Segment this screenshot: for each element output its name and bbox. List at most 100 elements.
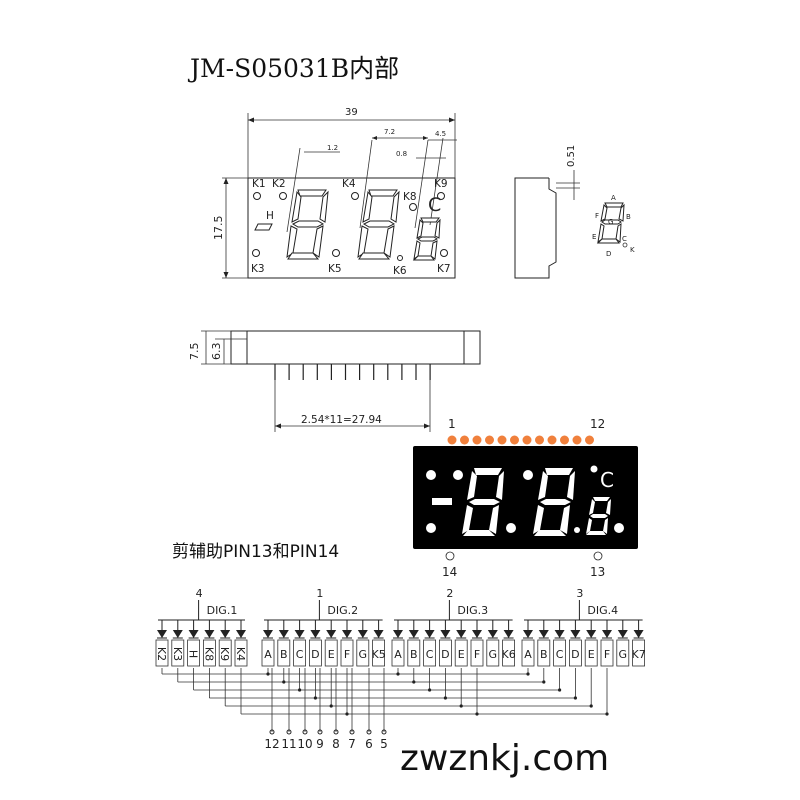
led-diode: [554, 630, 565, 638]
segment-label: C: [426, 648, 434, 661]
digit-common-number: 3: [576, 587, 583, 600]
watermark: zwznkj.com: [400, 738, 609, 779]
segment-label: G: [619, 648, 628, 661]
header-pin-dot: [485, 435, 494, 445]
label-k4: K4: [342, 178, 356, 190]
legend-d: D: [606, 250, 611, 258]
display-celsius: C: [600, 468, 614, 492]
led-diode: [157, 630, 167, 638]
label-k6: K6: [393, 265, 407, 277]
led-diode: [602, 630, 612, 638]
led-diode: [424, 630, 435, 638]
label-k5: K5: [328, 263, 342, 275]
label-k2: K2: [272, 178, 286, 190]
led-diode: [357, 630, 368, 638]
led-diode: [326, 630, 337, 638]
digit-common-number: 2: [446, 587, 453, 600]
display-digit-2: [533, 468, 575, 536]
digit-group-label: DIG.4: [587, 604, 618, 617]
header-pin-dot: [472, 435, 482, 445]
led-diode: [188, 630, 199, 638]
segment-label: F: [474, 648, 480, 661]
bottom-pin-number: 7: [348, 737, 356, 751]
header-pin-dot: [497, 435, 507, 445]
segment-label: D: [571, 648, 579, 661]
segment-label: K9: [218, 647, 231, 661]
led-diode: [236, 630, 246, 638]
lit-display: 1 12: [413, 417, 638, 579]
led-diode: [294, 630, 305, 638]
label-k1: K1: [252, 178, 266, 190]
front-digit-1: [286, 189, 329, 260]
led-diode: [373, 630, 384, 638]
legend-b: B: [626, 213, 631, 221]
digit-common-number: 1: [316, 587, 323, 600]
label-h: H: [266, 210, 274, 222]
header-pin-dot: [522, 435, 532, 445]
segment-label: F: [604, 648, 610, 661]
display-digit-3-small: [586, 497, 611, 535]
segment-label: E: [328, 648, 335, 661]
bottom-pin-number: 11: [281, 737, 296, 751]
led-diode: [204, 630, 215, 638]
digit-group-label: DIG.2: [327, 604, 358, 617]
segment-label: B: [410, 648, 418, 661]
led-diode: [278, 630, 289, 638]
bottom-pin-number: 12: [264, 737, 279, 751]
dim-pin-height: 6.3: [210, 343, 223, 361]
pin-header-dots: [447, 435, 594, 445]
label-k3: K3: [251, 263, 265, 275]
side-view: 0.51: [514, 145, 580, 279]
led-diode: [408, 630, 419, 638]
dim-width: 39: [345, 107, 358, 118]
bottom-pin-number: 5: [380, 737, 388, 751]
front-minus-segment: [254, 223, 273, 231]
segment-label: K6: [501, 648, 515, 661]
bottom-pin-number: 8: [332, 737, 340, 751]
header-pin-dot: [560, 435, 569, 445]
segment-label: A: [524, 648, 532, 661]
dim-side-depth: 0.51: [566, 145, 577, 167]
digit-group-label: DIG.3: [457, 604, 488, 617]
front-digit-3-small: [412, 217, 441, 261]
digit-common-number: 4: [196, 587, 203, 600]
segment-label: H: [187, 650, 200, 658]
segment-label: E: [588, 648, 595, 661]
display-minus: [432, 498, 452, 505]
dim-body-height: 7.5: [188, 343, 201, 361]
segment-label: A: [264, 648, 272, 661]
led-diode: [617, 630, 628, 638]
segment-label: K5: [371, 648, 385, 661]
led-diode: [570, 630, 581, 638]
label-celsius-c: C: [428, 194, 441, 216]
segment-label: D: [441, 648, 449, 661]
led-diode: [472, 630, 482, 638]
dim-digit-pitch: 7.2: [384, 128, 395, 136]
segment-label: D: [311, 648, 319, 661]
led-diode: [487, 630, 498, 638]
legend-c: C: [622, 235, 627, 243]
dim-small-pitch: 4.5: [435, 130, 446, 138]
legend-a: A: [611, 194, 616, 202]
led-diode: [523, 630, 533, 638]
front-digit-2: [357, 189, 400, 260]
bottom-pin-number: 9: [316, 737, 324, 751]
pin-row: [274, 364, 431, 380]
segment-label: K7: [631, 648, 645, 661]
segment-label: G: [489, 648, 498, 661]
trim-note-caption: 剪辅助PIN13和PIN14: [172, 542, 339, 562]
segment-label: K2: [155, 647, 168, 661]
front-outline: [247, 177, 456, 279]
led-diode: [310, 630, 321, 638]
label-k7: K7: [437, 263, 451, 275]
header-pin-dot: [585, 435, 594, 445]
segment-legend: A B C D E F G K: [592, 194, 635, 258]
legend-e: E: [592, 233, 596, 241]
segment-label: F: [344, 648, 350, 661]
led-diode: [633, 630, 644, 638]
pin-view: 7.5 6.3 2.54*11=27.94: [188, 330, 481, 432]
header-pin-dot: [572, 435, 582, 445]
header-pin-dot: [547, 435, 557, 445]
bottom-pin-number: 6: [365, 737, 373, 751]
